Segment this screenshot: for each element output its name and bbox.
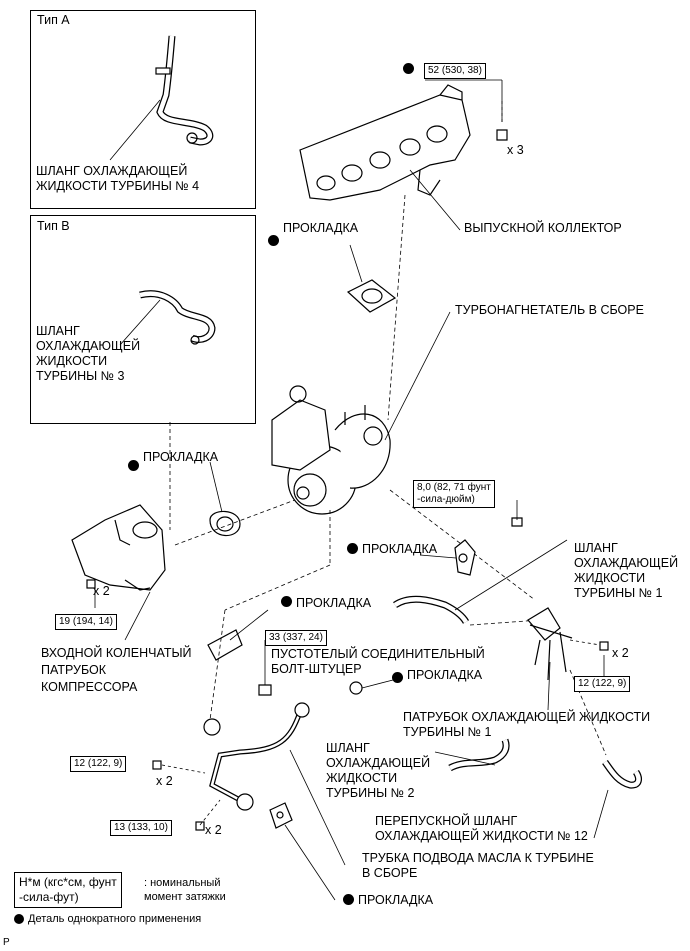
compressor-gasket-drawing <box>209 510 241 537</box>
turbocharger-drawing <box>271 385 391 515</box>
oil-pipe-label: ТРУБКА ПОДВОДА МАСЛА К ТУРБИНЕ В СБОРЕ <box>362 851 594 880</box>
compressor-inlet-elbow-drawing <box>71 504 166 591</box>
single-use-marker <box>403 63 414 74</box>
single-use-marker <box>268 235 279 246</box>
type-a-title: Тип A <box>37 13 70 27</box>
turbo-coolant-pipe-no1-drawing <box>527 607 573 681</box>
qty-oil-bottom: x 2 <box>205 823 222 837</box>
turbo-coolant-hose-no1-drawing <box>393 595 470 624</box>
qty-oil-left: x 2 <box>156 774 173 788</box>
mid-gasket-drawing <box>454 539 476 576</box>
type-b-hose-label: ШЛАНГ ОХЛАЖДАЮЩЕЙ ЖИДКОСТИ ТУРБИНЫ № 3 <box>36 324 141 383</box>
torque-pipe-right: 12 (122, 9) <box>574 676 631 692</box>
type-a-panel <box>30 10 256 209</box>
bottom-gasket-drawing <box>269 802 293 829</box>
hose-no1-label: ШЛАНГ ОХЛАЖДАЮЩЕЙ ЖИДКОСТИ ТУРБИНЫ № 1 <box>574 541 679 600</box>
gasket-mid-label: ПРОКЛАДКА <box>362 542 438 556</box>
turbo-assy-label: ТУРБОНАГНЕТАТЕЛЬ В СБОРЕ <box>455 303 644 317</box>
bypass-hose-no12-drawing <box>602 759 642 789</box>
turbo-coolant-hose-no2-drawing <box>448 738 510 772</box>
manifold-gasket-drawing <box>346 279 397 313</box>
type-a-hose-label: ШЛАНГ ОХЛАЖДАЮЩЕЙ ЖИДКОСТИ ТУРБИНЫ № 4 <box>36 164 200 193</box>
gasket-pipe-label: ПРОКЛАДКА <box>296 596 372 610</box>
pipe-no1-label: ПАТРУБОК ОХЛАЖДАЮЩЕЙ ЖИДКОСТИ ТУРБИНЫ № … <box>403 710 651 739</box>
single-use-marker <box>392 672 403 683</box>
exhaust-manifold-drawing <box>299 84 471 201</box>
exhaust-manifold-label: ВЫПУСКНОЙ КОЛЛЕКТОР <box>464 221 622 235</box>
gasket-manifold-label: ПРОКЛАДКА <box>283 221 359 235</box>
hose-no2-label: ШЛАНГ ОХЛАЖДАЮЩЕЙ ЖИДКОСТИ ТУРБИНЫ № 2 <box>326 741 431 800</box>
legend-single-use-text: Деталь однократного применения <box>28 913 202 925</box>
turbo-coolant-hose-no4-drawing <box>155 35 214 146</box>
single-use-marker <box>343 894 354 905</box>
turbo-coolant-hose-no3-drawing <box>139 290 216 345</box>
union-bolt-label: ПУСТОТЕЛЫЙ СОЕДИНИТЕЛЬНЫЙ БОЛТ-ШТУЦЕР <box>271 647 485 676</box>
torque-oil-left: 12 (122, 9) <box>70 756 127 772</box>
legend-unit-box: Н*м (кгс*см, фунт -сила-фут) <box>14 872 122 908</box>
torque-manifold: 52 (530, 38) <box>424 63 486 79</box>
type-b-panel <box>30 215 256 424</box>
legend-single-use-dot <box>14 914 24 924</box>
bypass-hose-label: ПЕРЕПУСКНОЙ ШЛАНГ ОХЛАЖДАЮЩЕЙ ЖИДКОСТИ №… <box>375 814 588 843</box>
torque-union: 33 (337, 24) <box>265 630 327 646</box>
torque-elbow: 19 (194, 14) <box>55 614 117 630</box>
qty-elbow: x 2 <box>93 584 110 598</box>
single-use-marker <box>347 543 358 554</box>
oil-pipe-drawing <box>203 702 310 811</box>
torque-stud: 8,0 (82, 71 фунт -сила-дюйм) <box>413 480 495 508</box>
gasket-bottom-label: ПРОКЛАДКА <box>358 893 434 907</box>
single-use-marker <box>281 596 292 607</box>
inlet-elbow-label: ВХОДНОЙ КОЛЕНЧАТЫЙ ПАТРУБОК КОМПРЕССОРА <box>41 646 192 694</box>
single-use-marker <box>128 460 139 471</box>
type-b-title: Тип B <box>37 219 70 233</box>
qty-pipe-right: x 2 <box>612 646 629 660</box>
legend-unit-desc: : номинальный момент затяжки <box>144 877 226 903</box>
qty-manifold: x 3 <box>507 143 524 157</box>
torque-oil-bottom: 13 (133, 10) <box>110 820 172 836</box>
gasket-compressor-label: ПРОКЛАДКА <box>143 450 219 464</box>
footer-code: P <box>3 937 10 948</box>
gasket-union-label: ПРОКЛАДКА <box>407 668 483 682</box>
